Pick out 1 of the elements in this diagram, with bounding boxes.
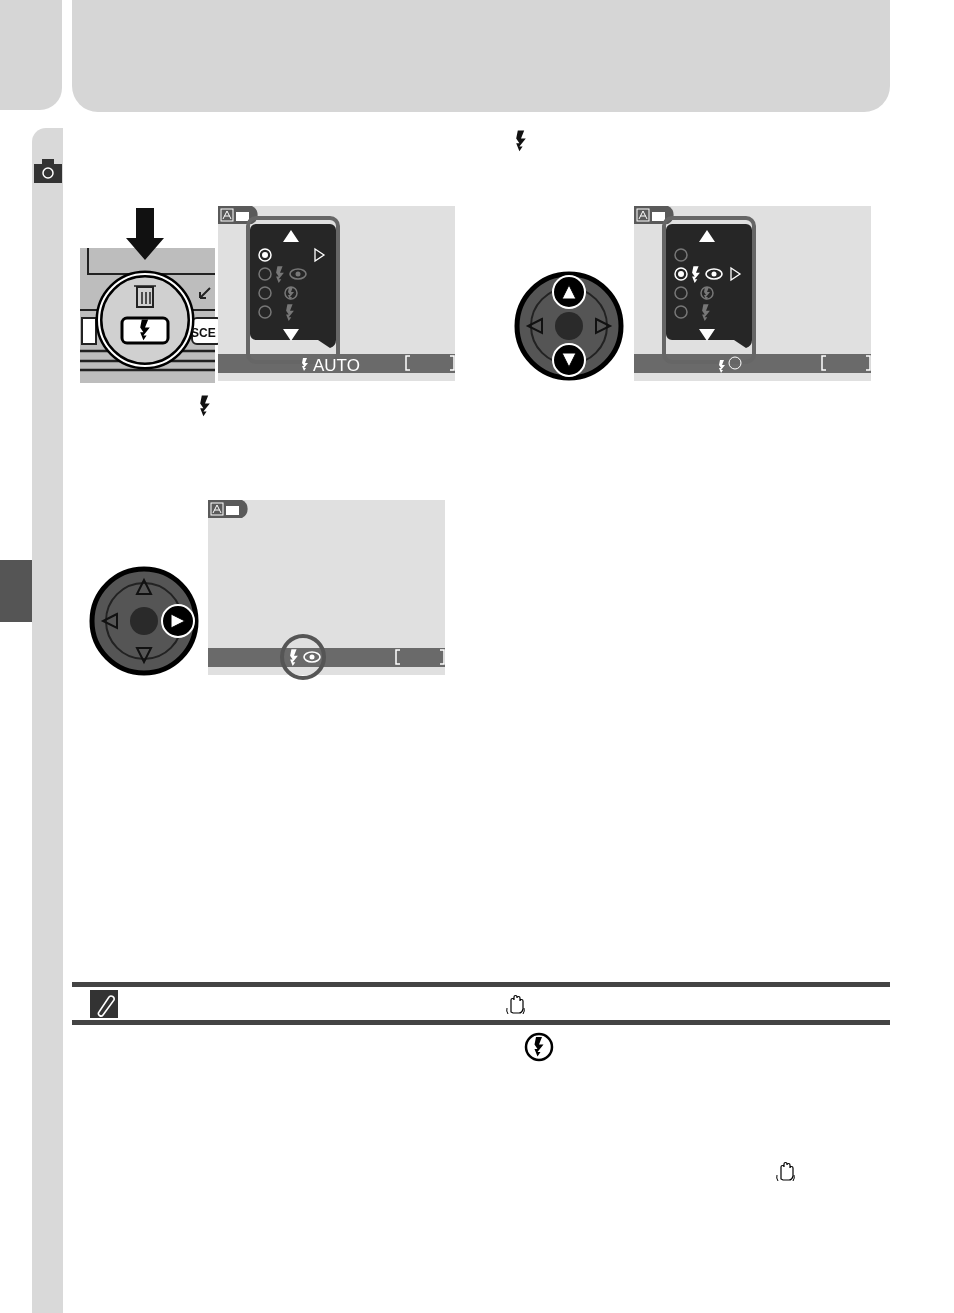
flash-mode-label: AUTO — [313, 356, 360, 375]
